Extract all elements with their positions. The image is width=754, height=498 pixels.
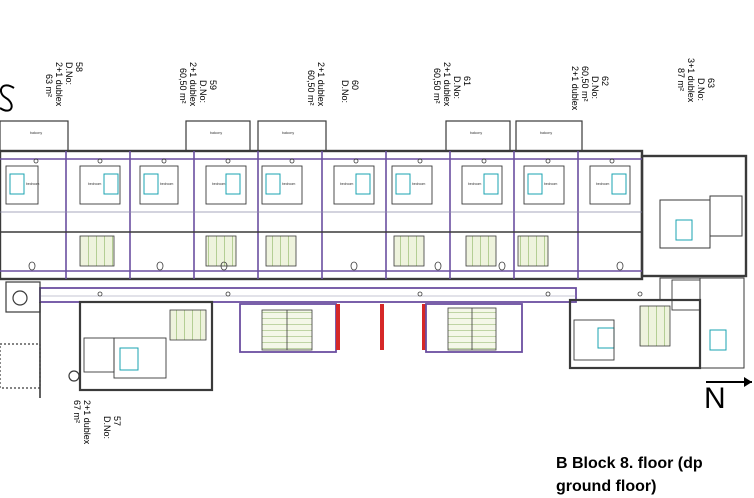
unit-label-58: D.No: 58 2+1 dublex 63 m²	[44, 62, 84, 107]
unit-label-60: D.No: 60 2+1 dublex 60,50 m²	[306, 62, 360, 107]
stair-core-1	[239, 303, 337, 353]
unit-type: 2+1 dublex	[316, 62, 326, 107]
cropped-letter	[0, 84, 15, 112]
unit-label-61: D.No: 61 2+1 dublex 60,50 m²	[432, 62, 472, 107]
unit-number: 62	[600, 76, 610, 86]
title-line-2: ground floor)	[556, 478, 657, 495]
upper-building	[0, 149, 748, 281]
unit-area: 67 m²	[72, 400, 82, 423]
unit-area: 63 m²	[44, 74, 54, 97]
unit-dno: D.No:	[102, 416, 112, 439]
unit-dno: D.No:	[64, 62, 74, 85]
svg-text:bedroom: bedroom	[340, 182, 354, 186]
unit-dno: D.No:	[452, 76, 462, 99]
svg-text:bedroom: bedroom	[88, 182, 102, 186]
unit-type: 3+1 dublex	[686, 58, 696, 103]
unit-area: 60,50 m²	[178, 68, 188, 104]
svg-text:balcony: balcony	[282, 131, 294, 135]
unit-57	[39, 300, 214, 398]
beds	[9, 173, 727, 371]
svg-text:balcony: balcony	[540, 131, 552, 135]
unit-number: 63	[706, 78, 716, 88]
svg-text:balcony: balcony	[210, 131, 222, 135]
bedroom-texts: bedroom bedroom bedroom bedroom bedroom …	[26, 182, 610, 186]
unit-area: 60,50 m²	[580, 66, 590, 102]
unit-dno: D.No:	[340, 80, 350, 103]
svg-text:bedroom: bedroom	[412, 182, 426, 186]
grid-markers	[33, 158, 643, 297]
unit-label-62: D.No: 62 2+1 dublex 60,50 m²	[570, 66, 610, 111]
north-arrow: N	[704, 377, 752, 415]
stair-core-2	[425, 303, 523, 353]
unit-number: 58	[74, 62, 84, 72]
unit-number: 61	[462, 76, 472, 86]
unit-number: 60	[350, 80, 360, 90]
svg-text:bedroom: bedroom	[26, 182, 40, 186]
bedrooms	[5, 165, 631, 205]
corridor	[39, 287, 577, 303]
unit-type: 2+1 dublex	[54, 62, 64, 107]
svg-text:bedroom: bedroom	[160, 182, 174, 186]
unit-dno: D.No:	[696, 78, 706, 101]
lower-right-unit	[568, 279, 702, 370]
unit-label-57: D.No: 57 2+1 dublex 67 m²	[72, 400, 122, 445]
title-line-1: B Block 8. floor (dp	[556, 455, 703, 472]
unit-area: 60,50 m²	[432, 68, 442, 104]
svg-text:bedroom: bedroom	[212, 182, 226, 186]
svg-text:balcony: balcony	[470, 131, 482, 135]
unit-area: 87 m²	[676, 68, 686, 91]
svg-text:bedroom: bedroom	[468, 182, 482, 186]
svg-text:bedroom: bedroom	[544, 182, 558, 186]
svg-text:bedroom: bedroom	[282, 182, 296, 186]
svg-text:bedroom: bedroom	[596, 182, 610, 186]
unit-dno: D.No:	[590, 76, 600, 99]
unit-number: 57	[112, 416, 122, 426]
left-stub	[0, 281, 80, 389]
unit-type: 2+1 dublex	[570, 66, 580, 111]
balcony-texts: balcony balcony balcony balcony balcony	[30, 131, 552, 135]
unit-area: 60,50 m²	[306, 70, 316, 106]
red-walls	[336, 304, 426, 350]
north-letter: N	[704, 382, 726, 415]
unit-type: 2+1 dublex	[188, 62, 198, 107]
unit-type: 2+1 dublex	[442, 62, 452, 107]
unit-label-63: D.No: 63 3+1 dublex 87 m²	[676, 58, 716, 103]
unit-dno: D.No:	[198, 80, 208, 103]
unit-number: 59	[208, 80, 218, 90]
unit-63-rooms	[659, 195, 745, 369]
toilets	[28, 261, 624, 271]
unit-type: 2+1 dublex	[82, 400, 92, 445]
drawing-title: B Block 8. floor (dp ground floor)	[556, 452, 752, 498]
svg-text:balcony: balcony	[30, 131, 42, 135]
balconies	[0, 120, 583, 152]
upper-stairs	[79, 235, 549, 267]
unit-label-59: D.No: 59 2+1 dublex 60,50 m²	[178, 62, 218, 107]
